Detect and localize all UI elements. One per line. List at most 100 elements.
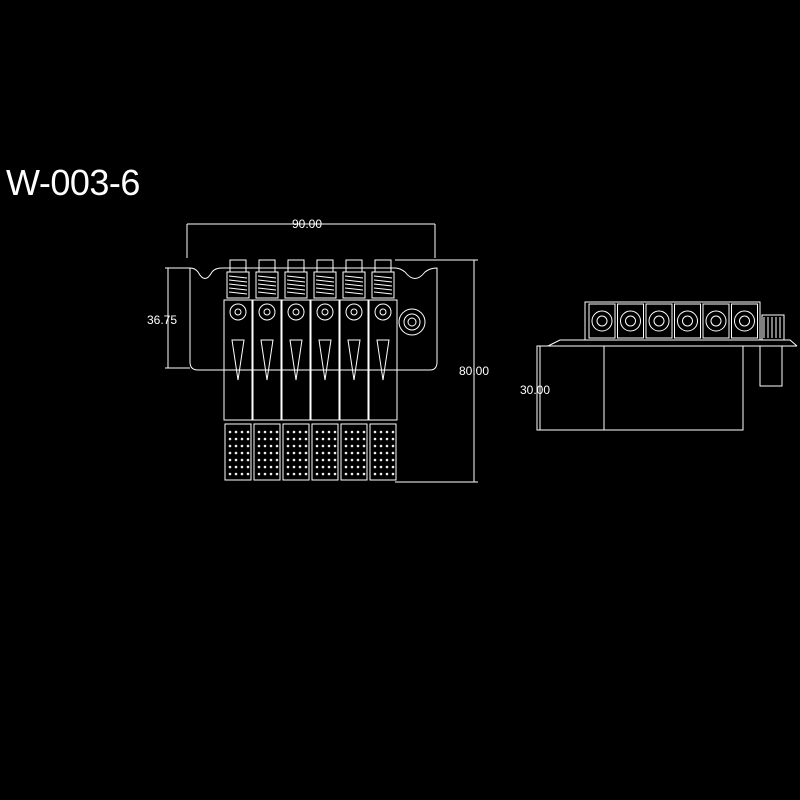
texture-dot (327, 451, 331, 455)
texture-dot (333, 437, 337, 441)
side-saddle-circle (734, 310, 755, 332)
texture-dot (350, 451, 354, 455)
texture-dot (385, 451, 389, 455)
texture-dot (321, 437, 325, 441)
texture-dot (344, 472, 348, 476)
dim-label-side-height: 30.00 (520, 383, 550, 397)
texture-dot (356, 465, 360, 469)
texture-dot (275, 444, 279, 448)
saddle-roller (345, 303, 363, 321)
texture-dot (257, 472, 261, 476)
spring-coil (315, 287, 335, 291)
saddle-roller-hub (379, 308, 387, 316)
saddle-screw-head (287, 259, 305, 273)
texture-dot (246, 465, 250, 469)
texture-dot (292, 451, 296, 455)
saddle-group (223, 259, 398, 481)
texture-dot (385, 430, 389, 434)
texture-dot (234, 472, 238, 476)
texture-dot (263, 451, 267, 455)
texture-dot (228, 430, 232, 434)
texture-dot (263, 465, 267, 469)
texture-dot (240, 451, 244, 455)
spring-coil (286, 279, 306, 283)
texture-dot (315, 451, 319, 455)
saddle-roller (374, 303, 392, 321)
texture-dot (344, 465, 348, 469)
saddle-spring-housing (284, 271, 308, 299)
texture-dot (379, 430, 383, 434)
texture-dot (269, 437, 273, 441)
texture-dot (304, 430, 308, 434)
texture-dot (257, 430, 261, 434)
texture-dot (333, 444, 337, 448)
side-saddle-6 (731, 303, 758, 339)
saddle-roller-hub (234, 308, 242, 316)
texture-dot (327, 430, 331, 434)
saddle-lower-block (311, 423, 339, 481)
texture-dot (373, 444, 377, 448)
texture-dot (385, 465, 389, 469)
side-saddle-block (731, 303, 758, 339)
dim-label-width: 90.00 (292, 217, 322, 231)
spring-coil (228, 291, 248, 295)
texture-dot (234, 430, 238, 434)
saddle-lower-block (224, 423, 252, 481)
texture-dot (350, 437, 354, 441)
texture-dot (321, 472, 325, 476)
texture-dot (356, 458, 360, 462)
texture-dot (246, 451, 250, 455)
texture-dot (298, 451, 302, 455)
saddle-body (310, 299, 340, 421)
texture-dot (379, 472, 383, 476)
texture-dot (344, 458, 348, 462)
saddle-4 (310, 259, 340, 481)
texture-dot (327, 444, 331, 448)
saddle-1 (223, 259, 253, 481)
texture-dot (246, 437, 250, 441)
stud-core-circle (407, 317, 417, 327)
texture-dot (263, 430, 267, 434)
texture-dot (350, 472, 354, 476)
texture-dot (350, 444, 354, 448)
side-saddle-group (588, 303, 781, 339)
stud-outer-circle (398, 308, 426, 336)
texture-dot (275, 437, 279, 441)
texture-dot (344, 430, 348, 434)
texture-dot (298, 458, 302, 462)
texture-dot (373, 430, 377, 434)
spring-coil (373, 287, 393, 291)
spring-coil (315, 283, 335, 287)
texture-dot (385, 444, 389, 448)
texture-dot (298, 430, 302, 434)
texture-dot (234, 437, 238, 441)
spring-coil (286, 275, 306, 279)
texture-dot (228, 458, 232, 462)
texture-dot (269, 465, 273, 469)
saddle-body (339, 299, 369, 421)
saddle-spring-housing (313, 271, 337, 299)
texture-dot (298, 437, 302, 441)
spring-coil (344, 275, 364, 279)
texture-dot (362, 430, 366, 434)
spring-coil (315, 279, 335, 283)
side-saddle-inner (682, 315, 693, 327)
texture-dot (385, 437, 389, 441)
saddle-roller-hub (350, 308, 358, 316)
texture-dot (356, 444, 360, 448)
base-plate-outline (189, 267, 438, 371)
texture-dot (373, 472, 377, 476)
texture-dot (286, 458, 290, 462)
texture-dot (263, 472, 267, 476)
saddle-lower-block (282, 423, 310, 481)
texture-dot (292, 465, 296, 469)
side-saddle-block (645, 303, 673, 339)
texture-dot (304, 451, 308, 455)
saddle-roller-hub (321, 308, 329, 316)
texture-dot (269, 430, 273, 434)
texture-dot (333, 465, 337, 469)
texture-dot (240, 444, 244, 448)
spring-coil (257, 287, 277, 291)
texture-dot (275, 451, 279, 455)
spring-coil (257, 291, 277, 295)
